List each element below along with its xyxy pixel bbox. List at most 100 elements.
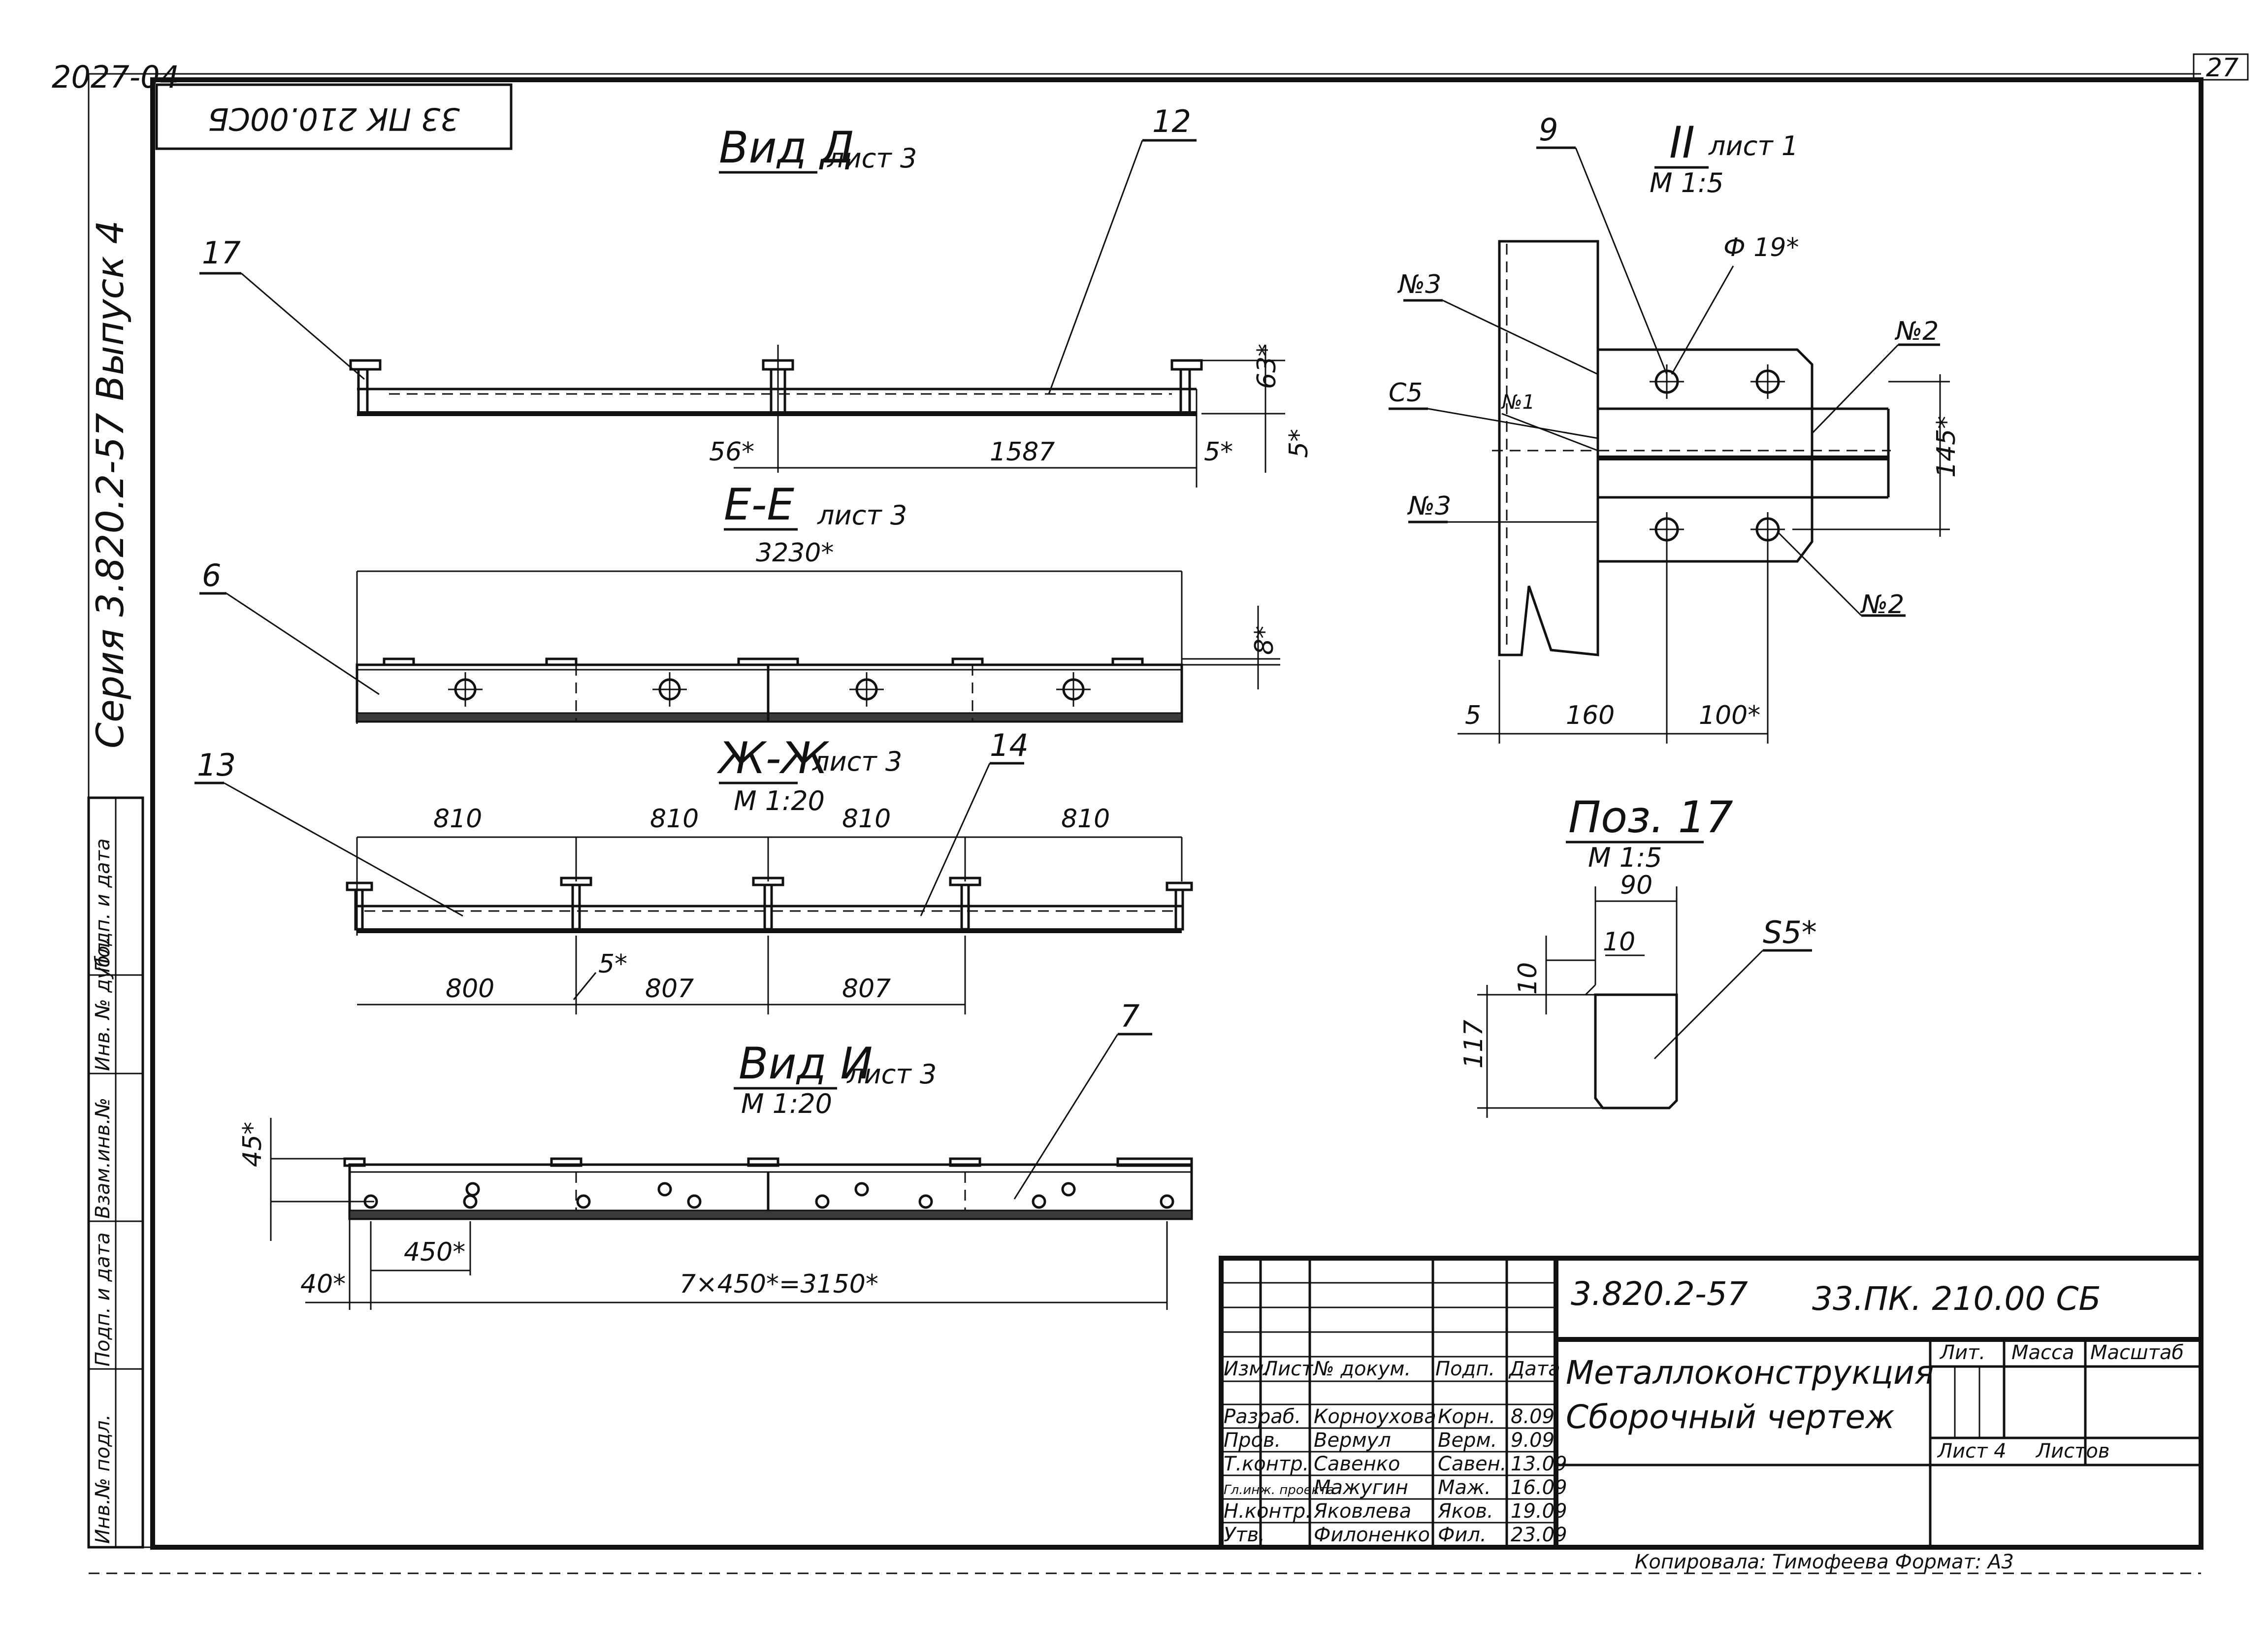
pos17-detail: Поз. 17 М 1:5 90 10 10 117 S5* bbox=[1459, 792, 1817, 1118]
view-d-title: Вид Д bbox=[719, 122, 854, 173]
pos17-dim-10-top: 10 bbox=[1603, 927, 1635, 957]
title-row-role: Гл.инж. проекта bbox=[1224, 1483, 1334, 1498]
title-row-sign: Корн. bbox=[1438, 1405, 1495, 1428]
sheet-number-corner: 27 bbox=[2206, 53, 2238, 83]
top-left-code: 2027-04 bbox=[52, 59, 179, 95]
view-i-leader-7: 7 bbox=[1120, 998, 1139, 1034]
title-row-sign: Верм. bbox=[1438, 1429, 1497, 1452]
view-d-leader-12: 12 bbox=[1152, 103, 1191, 139]
pos17-thickness: S5* bbox=[1763, 914, 1817, 950]
title-row-date: 13.09 bbox=[1511, 1453, 1567, 1475]
title-doc-code: 3.820.2-57 bbox=[1571, 1275, 1748, 1313]
sheet-frame bbox=[88, 73, 2203, 1574]
title-row-sign: Фил. bbox=[1438, 1524, 1487, 1546]
section-ee-leader-6: 6 bbox=[202, 557, 221, 593]
view-i-dim-450: 450* bbox=[404, 1237, 465, 1267]
title-mass-label: Масса bbox=[2011, 1341, 2074, 1364]
view-i-dim-45: 45* bbox=[238, 1122, 267, 1167]
detail-ii: II лист 1 М 1:5 9 Ф 19* №3 bbox=[1389, 112, 1961, 744]
pos17-title: Поз. 17 bbox=[1568, 792, 1733, 843]
title-col-sign: Подп. bbox=[1435, 1358, 1495, 1380]
detail-ii-dim-f19: Ф 19* bbox=[1723, 233, 1799, 262]
side-col-label-2: Инв. № дубл. bbox=[92, 936, 114, 1071]
detail-ii-leader-n2-top: №2 bbox=[1894, 317, 1939, 346]
section-zhzh-sheet-ref: лист 3 bbox=[812, 746, 902, 777]
section-ee: Е-Е лист 3 3230* 6 8 bbox=[199, 479, 1280, 724]
side-stamp: Подп. и дата Инв. № дубл. Взам.инв.№ Под… bbox=[87, 796, 144, 1549]
title-name-line2: Сборочный чертеж bbox=[1566, 1398, 1895, 1436]
section-ee-dim-8: 8* bbox=[1250, 626, 1279, 655]
side-col-label-3: Взам.инв.№ bbox=[92, 1098, 114, 1219]
side-col-label-5: Инв.№ подл. bbox=[92, 1414, 114, 1544]
view-d-sheet-ref: лист 3 bbox=[827, 143, 917, 174]
detail-ii-leader-c5: С5 bbox=[1389, 378, 1423, 408]
title-row-sign: Савен. bbox=[1438, 1453, 1507, 1475]
pos17-scale: М 1:5 bbox=[1588, 842, 1662, 873]
title-col-date: Дата bbox=[1508, 1358, 1560, 1380]
section-zhzh: Ж-Ж лист 3 М 1:20 810 810 810 810 13 14 bbox=[194, 727, 1193, 1014]
title-col-izm: Изм. bbox=[1224, 1358, 1270, 1380]
title-row-sign: Яков. bbox=[1437, 1500, 1493, 1523]
section-zhzh-leader-14: 14 bbox=[990, 727, 1029, 763]
title-col-list: Лист bbox=[1262, 1358, 1314, 1380]
section-zhzh-dim-807-1: 807 bbox=[645, 974, 694, 1004]
view-d-dim-1587: 1587 bbox=[990, 437, 1055, 467]
title-row-role: Утв. bbox=[1224, 1524, 1265, 1546]
detail-ii-scale: М 1:5 bbox=[1650, 167, 1724, 198]
detail-ii-leader-9: 9 bbox=[1539, 112, 1558, 148]
title-row-name: Филоненко bbox=[1314, 1524, 1430, 1546]
section-zhzh-dim-800: 800 bbox=[446, 974, 494, 1004]
view-i-dim-3150: 7×450*=3150* bbox=[680, 1270, 878, 1299]
view-i-title: Вид И bbox=[739, 1038, 873, 1089]
section-zhzh-dim-807-2: 807 bbox=[842, 974, 891, 1004]
title-row-name: Савенко bbox=[1314, 1453, 1400, 1475]
view-d-dim-56: 56* bbox=[709, 437, 754, 467]
pos17-dim-117: 117 bbox=[1459, 1020, 1489, 1069]
detail-ii-sheet-ref: лист 1 bbox=[1708, 130, 1798, 162]
title-row-name: Вермул bbox=[1314, 1429, 1391, 1452]
view-d-leader-17: 17 bbox=[202, 235, 241, 271]
section-ee-sheet-ref: лист 3 bbox=[817, 500, 907, 531]
section-zhzh-scale: М 1:20 bbox=[734, 785, 825, 816]
title-col-doc: № докум. bbox=[1313, 1358, 1411, 1380]
title-row-role: Т.контр. bbox=[1224, 1453, 1309, 1475]
view-d-dim-5-right: 5* bbox=[1284, 429, 1314, 458]
side-col-label-4: Подп. и дата bbox=[92, 1233, 114, 1367]
view-d-dim-63: 63* bbox=[1252, 344, 1282, 389]
title-row-date: 16.09 bbox=[1511, 1476, 1567, 1499]
pos17-dim-10-left: 10 bbox=[1513, 962, 1543, 995]
title-row-date: 8.09 bbox=[1511, 1405, 1555, 1428]
title-drawing-code: 33.ПК. 210.00 СБ bbox=[1812, 1280, 2101, 1318]
section-zhzh-dim-5: 5* bbox=[598, 949, 627, 979]
side-col-label-1: Подп. и дата bbox=[92, 839, 114, 973]
side-series-label: Серия 3.820.2-57 Выпуск 4 bbox=[88, 220, 132, 749]
title-row-role: Разраб. bbox=[1224, 1405, 1301, 1428]
detail-ii-dim-160: 160 bbox=[1566, 701, 1615, 730]
detail-ii-leader-n3-bottom: №3 bbox=[1407, 491, 1451, 521]
view-d: Вид Д лист 3 17 12 56* 1587 5* bbox=[199, 103, 1314, 488]
title-row-date: 19.09 bbox=[1511, 1500, 1567, 1523]
title-sheets-label: Листов bbox=[2035, 1440, 2109, 1463]
section-ee-dim-3230: 3230* bbox=[756, 538, 834, 568]
title-sheet-label: Лист 4 bbox=[1937, 1440, 2007, 1463]
title-row-name: Мажугин bbox=[1314, 1476, 1408, 1499]
detail-ii-dim-145: 145* bbox=[1932, 416, 1961, 478]
view-i-scale: М 1:20 bbox=[741, 1088, 832, 1119]
sheet-number-box bbox=[2193, 53, 2249, 81]
title-row-name: Корноухова bbox=[1314, 1405, 1436, 1428]
section-zhzh-title: Ж-Ж bbox=[716, 733, 830, 783]
section-zhzh-dim-810-3: 810 bbox=[842, 804, 891, 834]
section-ee-title: Е-Е bbox=[724, 479, 794, 530]
title-row-role: Пров. bbox=[1224, 1429, 1281, 1452]
pos17-dim-90: 90 bbox=[1620, 871, 1652, 900]
detail-ii-dim-5: 5 bbox=[1465, 701, 1481, 730]
bottom-copy-note: Копировала: Тимофеева Формат: А3 bbox=[1635, 1551, 2014, 1573]
detail-ii-leader-n3-top: №3 bbox=[1397, 270, 1441, 299]
section-zhzh-dim-810-1: 810 bbox=[433, 804, 482, 834]
rotated-code-box bbox=[155, 83, 513, 150]
view-i-sheet-ref: лист 3 bbox=[846, 1059, 937, 1090]
detail-ii-leader-n2-bottom: №2 bbox=[1860, 590, 1904, 619]
detail-ii-leader-n1: №1 bbox=[1501, 391, 1535, 414]
view-i-dim-40: 40* bbox=[300, 1270, 346, 1299]
